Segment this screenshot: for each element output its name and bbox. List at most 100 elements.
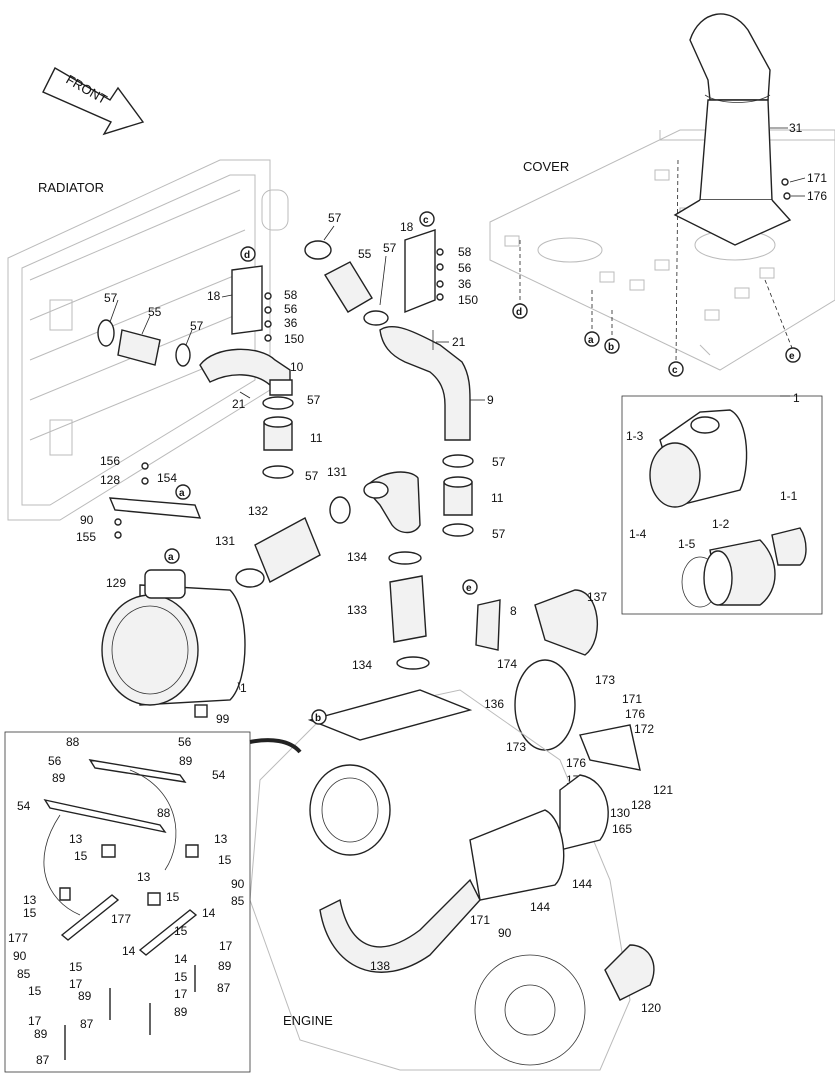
callout-c133: 133	[347, 603, 367, 617]
callout-c176c: 176	[566, 756, 586, 770]
callout-c1_2: 1-2	[712, 517, 730, 531]
callout-d54a: 54	[212, 768, 226, 782]
callout-d56a: 56	[178, 735, 192, 749]
callout-c57c: 57	[328, 211, 342, 225]
ref-e-cover: e	[785, 347, 801, 363]
callout-c57f: 57	[305, 469, 319, 483]
ref-d-cover: d	[512, 303, 528, 319]
svg-text:d: d	[244, 250, 250, 261]
callout-c36b: 36	[458, 277, 472, 291]
svg-text:c: c	[423, 215, 429, 226]
callout-d15h: 15	[28, 984, 42, 998]
callout-c56b: 56	[458, 261, 472, 275]
callout-d90: 90	[231, 877, 245, 891]
callout-c134a: 134	[347, 550, 367, 564]
callout-d89e: 89	[34, 1027, 48, 1041]
svg-text:b: b	[315, 713, 321, 724]
callout-c156: 156	[100, 454, 120, 468]
callout-d15d: 15	[166, 890, 180, 904]
callout-c138: 138	[370, 959, 390, 973]
engine-outline	[249, 689, 631, 1071]
callout-171: 171	[807, 171, 827, 185]
cover-label: COVER	[523, 159, 569, 174]
bracket-18-left	[231, 265, 263, 335]
callout-c58a: 58	[284, 288, 298, 302]
callout-c130: 130	[610, 806, 630, 820]
callout-c173b: 173	[506, 740, 526, 754]
callout-d87b: 87	[80, 1017, 94, 1031]
callout-d14b: 14	[122, 944, 136, 958]
callout-d15c: 15	[23, 906, 37, 920]
callout-c144b: 144	[530, 900, 550, 914]
callout-d89b: 89	[52, 771, 66, 785]
callout-d13c: 13	[23, 893, 37, 907]
callout-d15f: 15	[69, 960, 83, 974]
callout-d13b: 13	[214, 832, 228, 846]
mount-detail-box	[4, 731, 251, 1073]
callout-c136: 136	[484, 697, 504, 711]
ref-a-bracket: a	[175, 484, 191, 500]
callout-c155: 155	[76, 530, 96, 544]
callout-c144a: 144	[572, 877, 592, 891]
ref-a-cover: a	[584, 331, 600, 347]
callout-d54b: 54	[17, 799, 31, 813]
cover-outline	[489, 129, 835, 371]
callout-c57e: 57	[307, 393, 321, 407]
callout-d85b: 85	[17, 967, 31, 981]
svg-text:e: e	[789, 351, 795, 362]
front-arrow: FRONT	[42, 67, 145, 136]
callout-c120: 120	[641, 1001, 661, 1015]
callout-d89d: 89	[78, 989, 92, 1003]
callout-c1_3: 1-3	[626, 429, 644, 443]
callout-c57g: 57	[492, 455, 506, 469]
hose-132	[254, 517, 321, 583]
callout-d17a: 17	[219, 939, 233, 953]
filter-detail-box	[621, 395, 823, 615]
callout-d89f: 89	[174, 1005, 188, 1019]
callout-c171b: 171	[622, 692, 642, 706]
callout-c129: 129	[106, 576, 126, 590]
callout-d17d: 17	[28, 1014, 42, 1028]
callout-d89a: 89	[179, 754, 193, 768]
hose-55-center	[324, 261, 373, 313]
bracket-18-right	[404, 229, 436, 314]
callout-d88a: 88	[66, 735, 80, 749]
callout-c128a: 128	[100, 473, 120, 487]
callout-d87a: 87	[217, 981, 231, 995]
callout-c57b: 57	[190, 319, 204, 333]
radiator-label: RADIATOR	[38, 180, 104, 195]
callout-d87c: 87	[36, 1053, 50, 1067]
callout-d90b: 90	[13, 949, 27, 963]
callout-c154: 154	[157, 471, 177, 485]
callout-d15e: 15	[174, 924, 188, 938]
callout-c10: 10	[290, 360, 304, 374]
elbow-120	[604, 944, 655, 1001]
callout-c56a: 56	[284, 302, 298, 316]
ref-d-bracket: d	[240, 246, 256, 262]
callout-d88b: 88	[157, 806, 171, 820]
air-cleaner-left: a	[101, 548, 246, 718]
callout-c176b: 176	[625, 707, 645, 721]
mount-brackets	[43, 759, 199, 1060]
callout-d14a: 14	[202, 906, 216, 920]
hose-55-left	[117, 329, 161, 366]
svg-text:a: a	[179, 488, 185, 499]
ref-b-engine: b	[311, 709, 327, 725]
ref-c-bracket: c	[419, 211, 435, 227]
bracket-154	[108, 497, 202, 519]
callout-c99: 99	[216, 712, 230, 726]
engine-label: ENGINE	[283, 1013, 333, 1028]
callout-d13d: 13	[137, 870, 151, 884]
callout-c172: 172	[634, 722, 654, 736]
callout-c57a: 57	[104, 291, 118, 305]
callout-c150b: 150	[458, 293, 478, 307]
svg-text:d: d	[516, 307, 522, 318]
callout-d85a: 85	[231, 894, 245, 908]
callout-c1_1: 1-1	[780, 489, 798, 503]
callout-d89c: 89	[218, 959, 232, 973]
callout-c131b: 131	[215, 534, 235, 548]
callout-c1_4: 1-4	[629, 527, 647, 541]
ref-e-mount: e	[462, 579, 478, 595]
callout-c150a: 150	[284, 332, 304, 346]
